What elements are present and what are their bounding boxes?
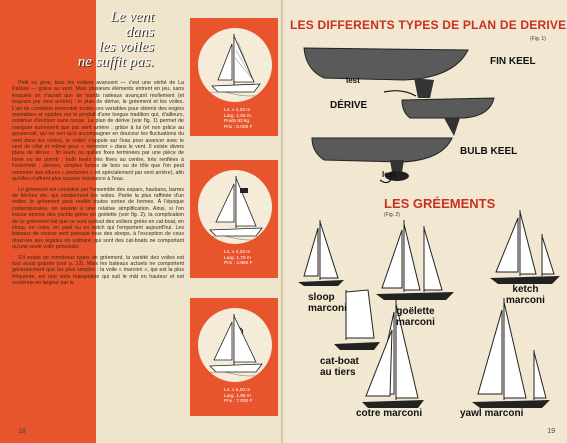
label-yawl: yawl marconi xyxy=(460,408,524,419)
boat-specs-2: Lo. x 4,20 m Larg. 1,70 m Prix : 3.950 F xyxy=(224,250,253,267)
keel-types-title: LES DIFFERENTS TYPES DE PLAN DE DERIVE xyxy=(290,18,567,32)
label-ketch: ketch marconi xyxy=(506,284,545,306)
boat-illustration-3 xyxy=(198,308,272,382)
label-sloop: sloop marconi xyxy=(308,292,347,314)
grements-title: LES GRÉEMENTS xyxy=(384,196,496,211)
paragraph-3: S'il existe de nombreux types de gréemen… xyxy=(12,254,184,287)
derive-hull xyxy=(401,97,495,119)
keel-diagrams xyxy=(303,47,495,184)
boat-illustration-2 xyxy=(198,170,272,244)
fig-2-label: (Fig. 2) xyxy=(384,212,400,218)
headline-line-1: Le vent xyxy=(110,9,154,25)
sailboat-icon xyxy=(201,314,269,377)
headline-line-2: dans xyxy=(125,24,154,40)
bulb-keel-bulb xyxy=(385,171,409,181)
paragraph-1: Petit ou gros, tous les voiliers avancen… xyxy=(12,80,184,183)
label-catboat: cat-boat au tiers xyxy=(320,356,359,378)
label-derive: DÉRIVE xyxy=(330,100,368,111)
sloop-sail-icon xyxy=(298,220,344,286)
rig-diagrams xyxy=(298,210,560,408)
yawl-sail-icon xyxy=(472,298,550,408)
headline-line-3: les voiles xyxy=(98,39,154,55)
article-body: Petit ou gros, tous les voiliers avancen… xyxy=(12,80,184,291)
right-page: LES DIFFERENTS TYPES DE PLAN DE DERIVE (… xyxy=(284,0,567,443)
boat-specs-1: Lo. x 4,20 m Larg. 1,60 m Poids 83 kg Pr… xyxy=(224,108,253,130)
headline-line-4: ne suffit pas. xyxy=(77,54,154,70)
headline: Le vent dans les voiles ne suffit pas. xyxy=(44,10,154,70)
fin-keel-blade xyxy=(414,78,434,98)
sailboat-icon xyxy=(201,176,269,241)
boat-card-1: Lo. x 4,20 m Larg. 1,60 m Poids 83 kg Pr… xyxy=(190,18,278,136)
bulb-keel-strut xyxy=(390,160,404,172)
fin-keel-hull xyxy=(303,47,469,81)
fig-1-label: (Fig. 1) xyxy=(530,36,546,42)
derive-blade xyxy=(444,118,460,136)
catboat-sail-icon xyxy=(334,289,380,350)
sailboat-icon xyxy=(201,34,269,97)
left-page: Le vent dans les voiles ne suffit pas. P… xyxy=(0,0,284,443)
label-bulb-keel: BULB KEEL xyxy=(460,146,518,157)
page-number-right: 19 xyxy=(547,428,555,435)
cotre-sail-icon xyxy=(362,300,424,408)
page-number-left: 18 xyxy=(18,428,26,435)
label-cotre: cotre marconi xyxy=(356,408,423,419)
label-fin-keel: FIN KEEL xyxy=(490,56,536,67)
boat-illustration-1 xyxy=(198,28,272,102)
orange-strip xyxy=(0,0,96,443)
boat-card-2: Lo. x 4,20 m Larg. 1,70 m Prix : 3.950 F xyxy=(190,160,278,278)
label-lest-top: lest xyxy=(346,76,360,85)
label-lest-bottom: lest xyxy=(382,170,396,179)
arrow-icon xyxy=(383,90,417,97)
bulb-keel-hull xyxy=(311,137,453,163)
boat-card-3: Lo. x 5,00 m Larg. 1,98 m Prix : 7.000 F xyxy=(190,298,278,416)
label-goelette: goëlette marconi xyxy=(396,306,435,328)
ketch-sail-icon xyxy=(490,210,560,284)
boat-specs-3: Lo. x 5,00 m Larg. 1,98 m Prix : 7.000 F xyxy=(224,388,253,405)
paragraph-2: Le gréement est constitué par l'ensemble… xyxy=(12,186,184,251)
goelette-sail-icon xyxy=(376,220,454,300)
arrow-icon xyxy=(379,177,393,184)
